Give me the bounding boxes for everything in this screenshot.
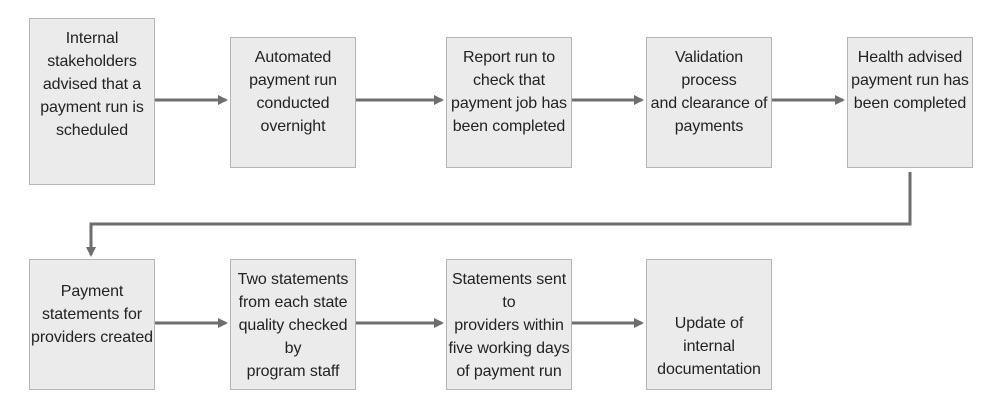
process-step-3: Report run to check that payment job has…: [446, 37, 572, 168]
process-step-7: Two statements from each state quality c…: [230, 259, 356, 390]
process-step-2: Automated payment run conducted overnigh…: [230, 37, 356, 168]
process-step-1-text: Internal stakeholders advised that a pay…: [40, 30, 144, 139]
process-step-6: Payment statements for providers created: [29, 259, 155, 390]
process-step-4: Validation process and clearance of paym…: [646, 37, 772, 168]
process-step-5: Health advised payment run has been comp…: [847, 37, 973, 168]
process-step-8-text: Statements sent to providers within five…: [448, 271, 570, 380]
arrow-step5-to-step6: [86, 172, 912, 257]
process-step-9: Update of internal documentation: [646, 259, 772, 390]
process-step-7-text: Two statements from each state quality c…: [237, 271, 349, 380]
process-step-5-text: Health advised payment run has been comp…: [851, 49, 969, 112]
process-step-1: Internal stakeholders advised that a pay…: [29, 18, 155, 185]
process-step-4-text: Validation process and clearance of paym…: [650, 49, 768, 135]
process-step-2-text: Automated payment run conducted overnigh…: [249, 49, 337, 135]
process-step-9-text: Update of internal documentation: [657, 315, 761, 378]
process-step-3-text: Report run to check that payment job has…: [451, 49, 567, 135]
process-step-8: Statements sent to providers within five…: [446, 259, 572, 390]
process-step-6-text: Payment statements for providers created: [31, 283, 153, 346]
